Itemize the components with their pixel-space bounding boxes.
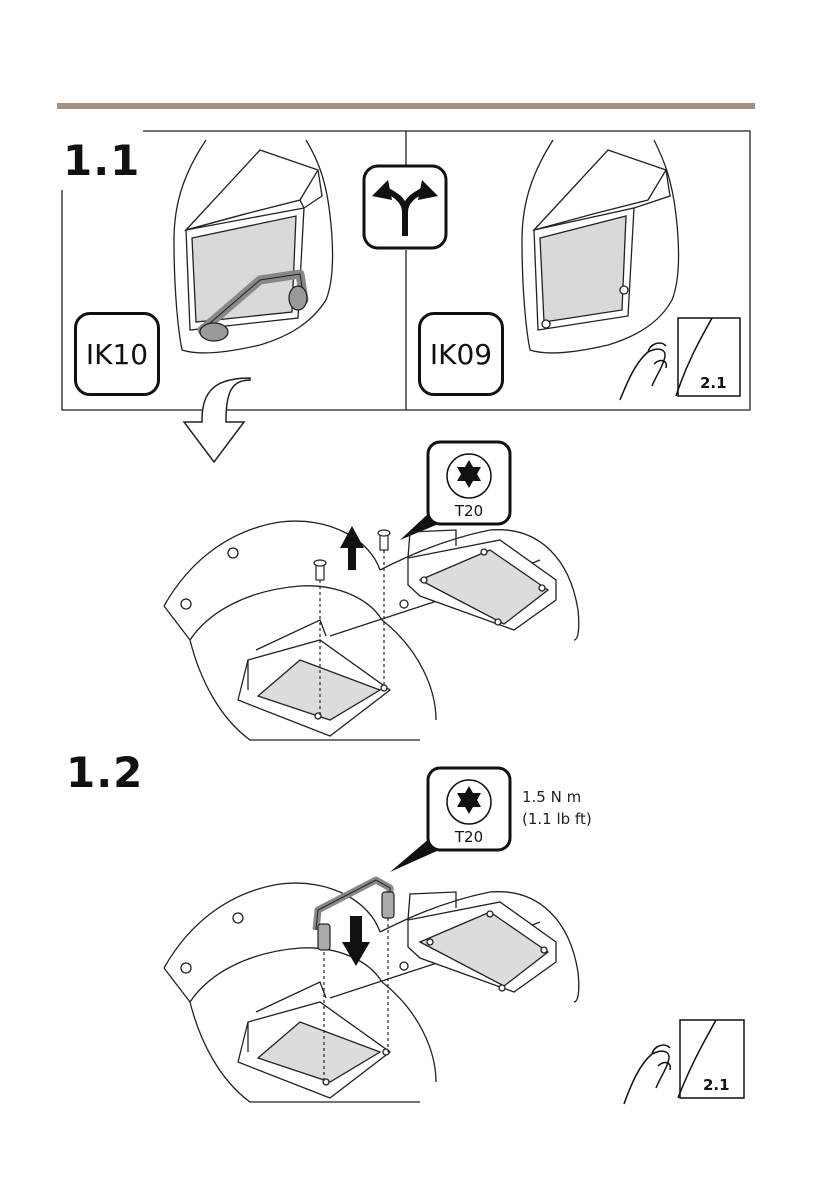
- camera-window-ik09: [522, 140, 679, 353]
- ik09-badge: IK09: [418, 312, 504, 396]
- branch-arrows-icon: [364, 166, 446, 248]
- torque-imperial: (1.1 lb ft): [522, 808, 592, 830]
- housing-step-1-2: [164, 883, 579, 1102]
- page-reference-bottom: 2.1: [703, 1076, 730, 1094]
- insert-down-arrow: [342, 916, 370, 966]
- camera-window-ik10: [174, 140, 333, 353]
- torx-bit-label-bottom: T20: [428, 828, 510, 846]
- page-reference-top: 2.1: [700, 374, 727, 392]
- down-arrow-icon: [184, 378, 250, 462]
- torx-callout-bottom: [390, 768, 510, 872]
- torx-callout-top: [400, 442, 510, 540]
- housing-step-1-1: [164, 521, 579, 740]
- torque-metric: 1.5 N m: [522, 786, 592, 808]
- lift-up-arrow: [340, 526, 364, 570]
- ik10-badge: IK10: [74, 312, 160, 396]
- torque-spec: 1.5 N m (1.1 lb ft): [522, 786, 592, 830]
- torx-bit-label-top: T20: [428, 502, 510, 520]
